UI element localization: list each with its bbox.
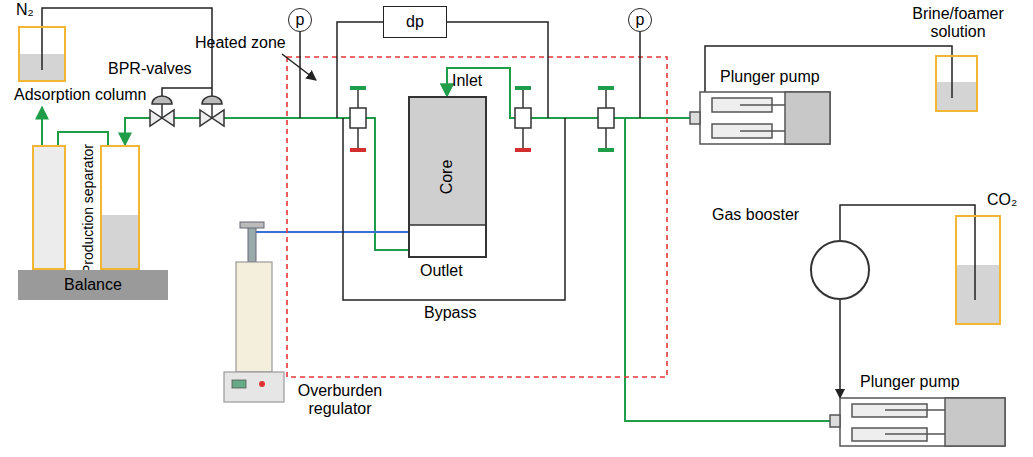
production-separator: Production separator: [100, 145, 140, 270]
annotation-label: Outlet: [420, 262, 463, 280]
gauge-lines: [300, 22, 640, 300]
node-label: dp: [406, 13, 424, 31]
node-label: Gas booster: [712, 206, 799, 224]
solution-container: Brine/foamer solution: [935, 55, 978, 112]
node-label: CO₂: [987, 191, 1017, 209]
annotation-label: Heated zone: [195, 34, 286, 52]
plunger-pump: Plunger pump: [830, 398, 1005, 446]
plunger-pump: Plunger pump: [690, 92, 830, 144]
pressure-gauge: p: [628, 8, 652, 32]
pump-body: [690, 92, 830, 144]
node-label: p: [296, 11, 305, 29]
four-way-valve: [598, 86, 614, 152]
liquid: [937, 82, 976, 110]
pipe-connector: [447, 68, 830, 421]
dip-tube: [951, 55, 953, 98]
pressure-gauge: p: [288, 8, 312, 32]
core-end: [410, 224, 485, 226]
core-holder: Core: [408, 96, 487, 258]
gas-booster: Gas booster: [810, 240, 870, 300]
dip-tube: [974, 215, 976, 300]
four-way-valve: [350, 86, 366, 152]
annotation-label: Bypass: [424, 304, 476, 322]
pump-body: [830, 398, 1005, 446]
node-label: Adsorption column: [14, 86, 147, 104]
dp-transducer: dp: [383, 6, 447, 38]
node-label: p: [636, 11, 645, 29]
liquid: [957, 265, 999, 323]
liquid: [102, 215, 138, 268]
regulator-device: [224, 222, 284, 402]
node-label: Balance: [64, 276, 122, 294]
leader-arrow: [282, 54, 316, 80]
pipe-connector: [58, 132, 108, 145]
adsorption-column: Adsorption column: [32, 145, 66, 270]
vent-arrow: [41, 107, 43, 145]
overburden-regulator: Overburden regulator: [222, 225, 282, 410]
node-label: Plunger pump: [720, 68, 820, 86]
heated-zone-outline: [287, 57, 667, 377]
node-label: N₂: [16, 1, 34, 19]
node-label: Production separator: [79, 144, 97, 274]
bpr-valve: [150, 96, 224, 126]
pipe-connector: [839, 300, 841, 398]
node-label: Plunger pump: [860, 373, 960, 391]
core-sample: [410, 98, 485, 225]
node-label: Core: [439, 160, 457, 195]
four-way-valve: [515, 86, 531, 152]
pipe-connector: [125, 118, 408, 250]
annotation-label: Inlet: [452, 72, 482, 90]
gas-cylinder: CO₂: [955, 215, 1001, 325]
node-label: Brine/foamer solution: [893, 5, 1023, 41]
annotation-label: BPR-valves: [108, 60, 192, 78]
balance: Balance: [18, 270, 168, 300]
node-label: Overburden regulator: [290, 382, 390, 418]
pipe-connector: [282, 231, 408, 233]
pipe-connector: [705, 46, 952, 92]
gas-cylinder: N₂: [18, 26, 66, 82]
